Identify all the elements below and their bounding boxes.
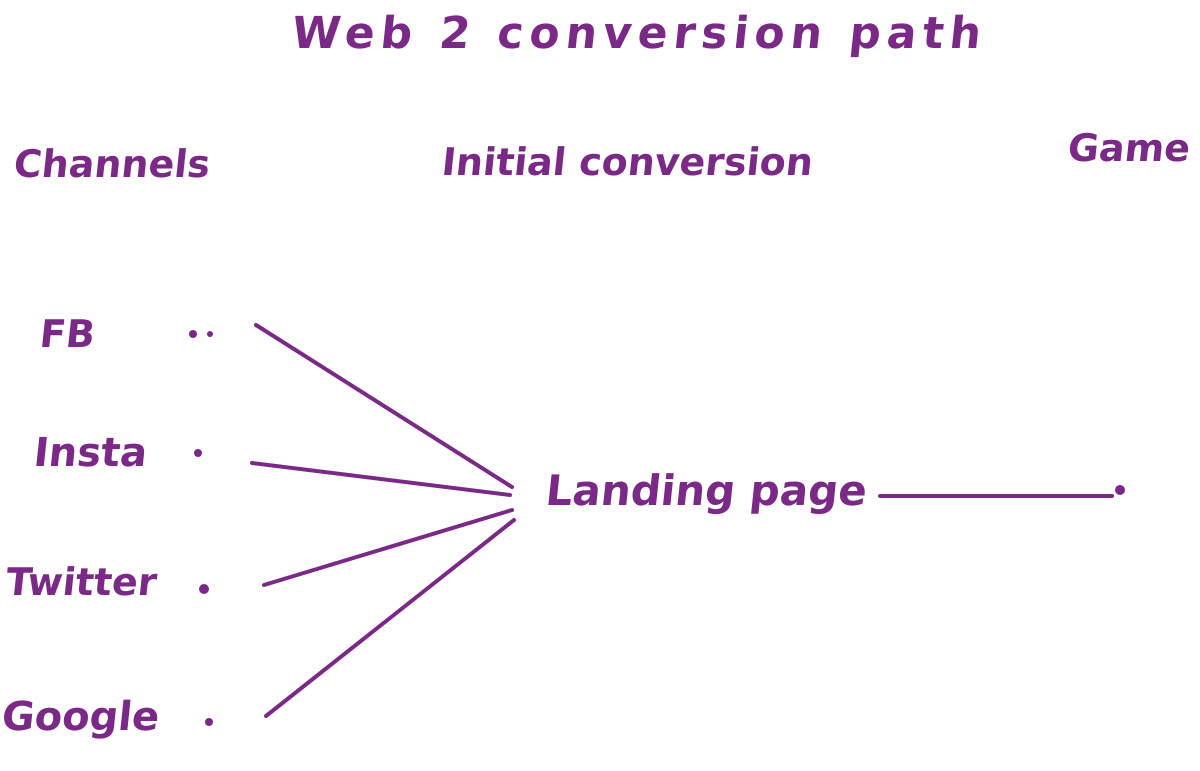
edge-insta-landing (250, 461, 512, 497)
dot-insta (194, 449, 202, 457)
dot-game (1115, 485, 1125, 495)
edge-fb-landing (254, 323, 514, 489)
dot-twitter (199, 584, 209, 594)
edge-google-landing (264, 518, 516, 718)
edge-twitter-landing (262, 508, 514, 587)
dot-google (205, 718, 213, 726)
dot-fb-2 (207, 331, 213, 337)
dot-fb (189, 330, 197, 338)
